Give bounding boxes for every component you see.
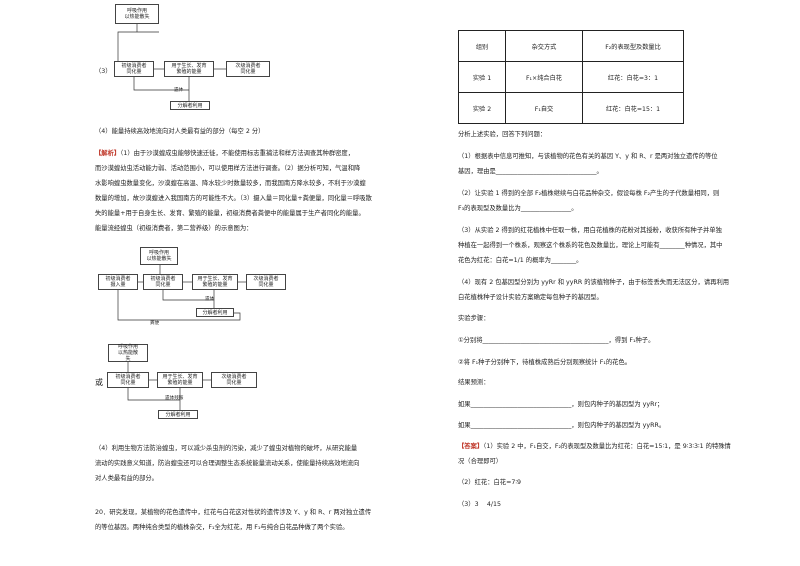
table-header: 杂交方式 (505, 30, 583, 62)
analysis-line-2: 水影响蝗虫数量变化，沙漠蝗在高温、降水较少时数量较多，而我国南方降水较多，不利于… (95, 180, 366, 187)
p1-line-1: 基因，理由是________________________________。 (458, 168, 603, 175)
diagram3-prefix: 或 (95, 378, 103, 387)
analysis-line-1: 而沙漠蝗幼虫活动能力弱、活动范围小，可以使用样方法进行调查。（2）据分析可知，气… (95, 165, 361, 172)
label-remains: 遗体 (205, 297, 215, 302)
table-cell: 红花：白花=3：1 (582, 61, 684, 93)
step-2: ②将 F₁种子分别种下，待植株成熟后分别观察统计 F₁的花色。 (458, 359, 632, 366)
result-2: 如果________________________________，则包内种子… (458, 422, 666, 429)
table-header: F₂的表现型及数量比 (582, 30, 684, 62)
answer-3: （3）3 4/15 (458, 501, 502, 508)
box-growth-energy: 用于生长、发育 繁殖的能量 (192, 274, 238, 290)
label-feces: 粪便 (150, 321, 160, 326)
diagram1-prefix: （3） (95, 68, 112, 75)
cross-experiment-table: 组别 杂交方式 F₂的表现型及数量比 实验 1 F₁×纯合白花 红花：白花=3：… (458, 30, 684, 124)
box-secondary-assimilation: 次级消费者 同化量 (246, 274, 286, 290)
box-decomposer: 分解者利用 (196, 308, 234, 317)
result-title: 结果预测： (458, 379, 490, 386)
label-remains: 遗体 (174, 88, 184, 93)
analysis-line-0: （1）由于沙漠蝗成虫能够快速迁徙，不能使用标志重捕法和样方法调查其种群密度， (120, 150, 355, 157)
box-secondary-assimilation: 次级消费者 同化量 (226, 61, 270, 77)
table-cell: F₁×纯合白花 (505, 61, 583, 93)
q4b-line-2: 对人类最有益的部分。 (95, 475, 158, 482)
table-cell: 实验 1 (458, 61, 506, 93)
table-header: 组别 (458, 30, 506, 62)
q4b-line-0: （4）利用生物方法防治蝗虫，可以减少杀虫剂的污染，减少了蝗虫对植物的破坏，从研究… (95, 445, 358, 452)
p3-line-2: 花色为红花：白花=1/1 的概率为________。 (458, 257, 583, 264)
answer-1: （1）实验 2 中，F₁自交，F₂的表现型及数量比为红花：白花=15∶1，是 9… (483, 443, 731, 450)
table-row: 实验 2 F₁自交 红花：白花=15：1 (458, 92, 684, 124)
p4-line-1: 白花植株种子设计实验方案确定每包种子的基因型。 (458, 294, 603, 301)
answer-2: （2）红花：白花=7∶9 (458, 479, 522, 486)
p3-line-0: （3）从实验 2 得到的红花植株中任取一株，用白花植株的花粉对其授粉，收获所有种… (458, 227, 722, 234)
p4-line-0: （4）现有 2 包基因型分别为 yyRr 和 yyRR 的该植物种子，由于标签丢… (458, 279, 730, 286)
analysis-line-5: 能量流经蝗虫（初级消费者，第二营养级）的示意图为： (95, 225, 253, 232)
step-1: ①分别将____________________________________… (458, 337, 655, 344)
analysis-tag: 【解析】 (95, 150, 121, 157)
p1-line-0: （1）根据表中信息可推知，与该植物的花色有关的基因 Y、y 和 R、r 是两对独… (458, 153, 718, 160)
box-respiration: 呼吸作用 以热能散 失 (108, 344, 148, 362)
p2-line-1: F₃的表现型及数量比为________________。 (458, 205, 578, 212)
table-row: 实验 1 F₁×纯合白花 红花：白花=3：1 (458, 61, 684, 93)
box-primary-assimilation: 初级消费者 同化量 (107, 372, 149, 388)
answer-1b: 况（合理即可） (458, 458, 503, 465)
analysis-line-3: 数量的增加，故沙漠蝗进入我国南方的可能性不大。（3）摄入量＝同化量+粪便量，同化… (95, 195, 372, 202)
box-secondary-assimilation: 次级消费者 同化量 (211, 372, 257, 388)
box-growth-energy: 用于生长、发育 繁殖的能量 (157, 372, 203, 388)
q4-answer: （4）能量持续高效地流向对人类最有益的部分（每空 2 分） (95, 128, 265, 135)
q4b-line-1: 流动的实践意义知道，防治蝗虫还可以合理调整生态系统能量流动关系，使能量持续高效地… (95, 460, 360, 467)
box-primary-intake: 初级消费者 摄入量 (98, 274, 138, 290)
intro-text: 分析上述实验，回答下列问题： (458, 131, 547, 138)
q20-line-0: 20．研究发现，某植物的花色遗传中，红花与白花这对性状的遗传涉及 Y、y 和 R… (95, 509, 372, 516)
box-decomposer: 分解者利用 (170, 101, 210, 110)
q20-line-1: 的等位基因。两种纯合类型的植株杂交，F₁全为红花，用 F₁与纯合白花品种做了两个… (95, 524, 349, 531)
table-header-row: 组别 杂交方式 F₂的表现型及数量比 (458, 30, 684, 62)
result-1: 如果________________________________，则包内种子… (458, 401, 664, 408)
box-primary-assimilation: 初级消费者 同化量 (143, 274, 183, 290)
table-cell: F₁自交 (505, 92, 583, 124)
box-growth-energy: 用于生长、发育 繁殖的能量 (164, 61, 214, 77)
analysis-line-4: 失的能量+用于自身生长、发育、繁殖的能量，初级消费者粪便中的能量属于生产者同化的… (95, 210, 365, 217)
p3-line-1: 种植在一起得到一个株系，观察这个株系的花色及数量比，理论上可能有________… (458, 242, 723, 249)
table-cell: 红花：白花=15：1 (582, 92, 684, 124)
table-cell: 实验 2 (458, 92, 506, 124)
label-remains: 遗体残骸 (165, 396, 184, 401)
steps-title: 实验步骤： (458, 315, 490, 322)
box-primary-assimilation: 初级消费者 同化量 (114, 61, 154, 77)
answer-tag: 【答案】 (458, 443, 484, 450)
box-decomposer: 分解者利用 (158, 410, 198, 419)
box-respiration: 呼吸作用 以热能散失 (115, 4, 159, 24)
box-respiration: 呼吸作用 以热能散失 (140, 247, 178, 265)
p2-line-0: （2）让实验 1 得到的全部 F₂植株继续与白花品种杂交，假设每株 F₂产生的子… (458, 190, 720, 197)
